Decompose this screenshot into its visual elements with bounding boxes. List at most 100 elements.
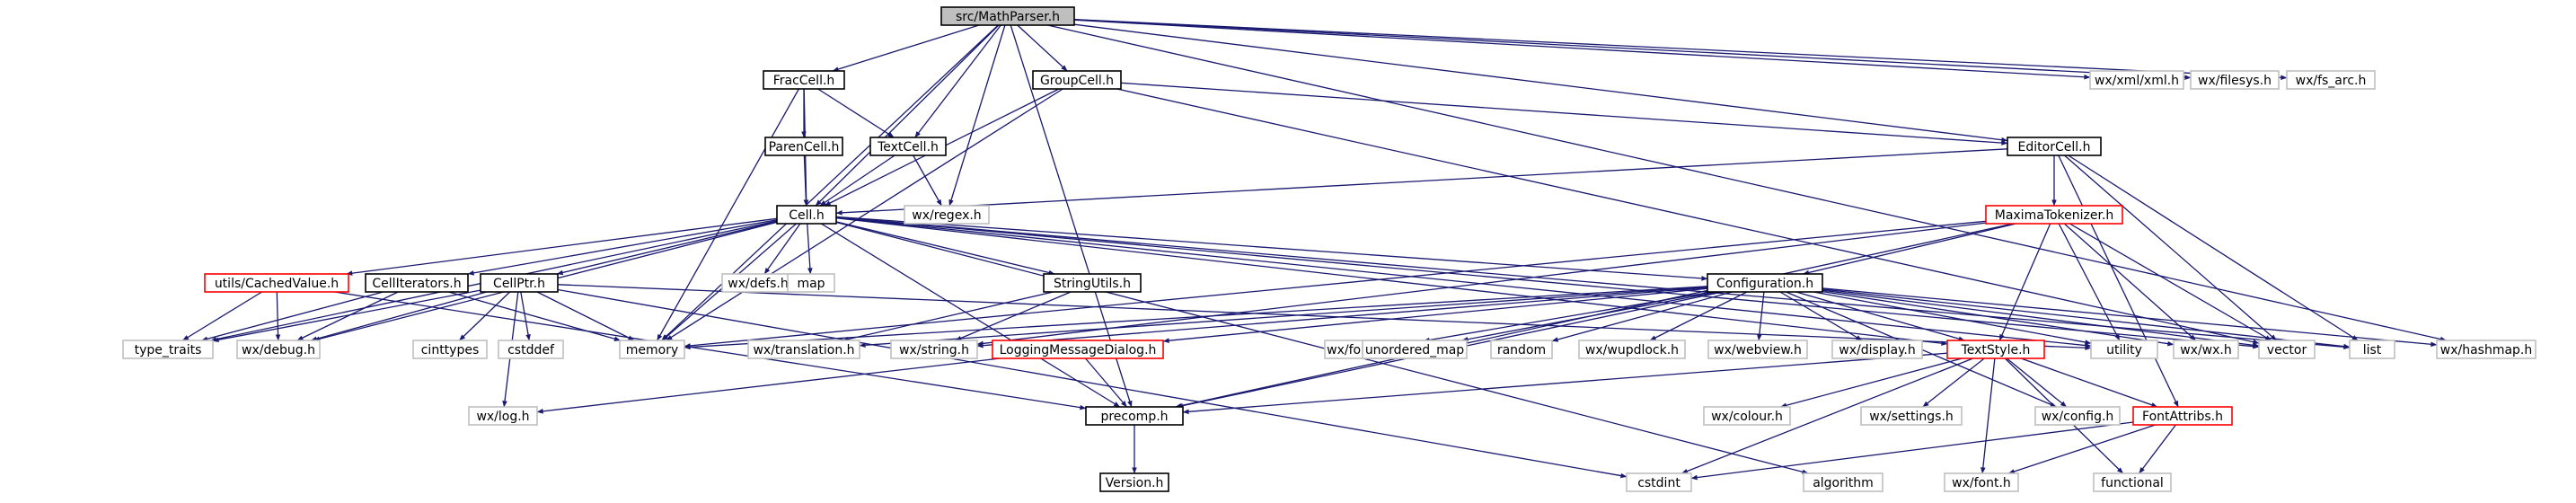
edge-cell-to-textstyle <box>835 217 1948 346</box>
node-label-maximatokenizer: MaximaTokenizer.h <box>1995 208 2114 223</box>
node-wx_hashmap: wx/hashmap.h <box>2436 340 2536 359</box>
node-box-loggingdialog <box>992 340 1164 359</box>
node-box-list <box>2349 340 2395 359</box>
node-box-editorcell <box>2007 137 2102 156</box>
edge-mathparser-to-wx_filesys <box>1073 19 2192 80</box>
edge-configuration-to-wx_hashmap <box>1822 287 2438 348</box>
edge-fraccell-to-memory <box>657 88 799 341</box>
node-editorcell[interactable]: EditorCell.h <box>2007 137 2102 156</box>
node-fraccell[interactable]: FracCell.h <box>763 70 845 90</box>
node-box-precomp <box>1085 406 1184 426</box>
edge-mathparser-to-wx_hashmap <box>1047 24 2447 342</box>
edge-mathparser-to-textcell <box>914 24 1001 138</box>
node-wx_translation: wx/translation.h <box>747 340 860 359</box>
node-loggingdialog[interactable]: LoggingMessageDialog.h <box>992 340 1164 359</box>
edge-mathparser-to-memory <box>661 24 999 341</box>
node-label-precomp: precomp.h <box>1100 410 1168 424</box>
node-box-wx_regex <box>904 205 990 225</box>
node-box-functional <box>2093 472 2172 492</box>
node-label-celliterators: CellIterators.h <box>372 277 461 291</box>
node-wx_wupdlock: wx/wupdlock.h <box>1578 340 1686 359</box>
node-type_traits: type_traits <box>122 340 214 359</box>
edge-editorcell-to-vector <box>2064 154 2277 341</box>
edge-configuration-to-wx_wx <box>1822 290 2175 347</box>
node-textcell[interactable]: TextCell.h <box>869 137 947 156</box>
node-box-celliterators <box>365 273 469 293</box>
node-label-mathparser: src/MathParser.h <box>956 10 1060 24</box>
edge-cellptr-to-cstddef <box>520 291 531 341</box>
edge-cell-to-stringutils <box>835 221 1055 276</box>
node-configuration[interactable]: Configuration.h <box>1707 273 1823 293</box>
node-wx_wx: wx/wx.h <box>2173 340 2239 359</box>
node-box-cellptr <box>480 273 559 293</box>
node-wx_filesys: wx/filesys.h <box>2190 70 2280 90</box>
edge-maximatokenizer-to-vector <box>2069 223 2272 341</box>
node-random: random <box>1490 340 1553 359</box>
node-box-cstddef <box>498 340 564 359</box>
node-box-textstyle <box>1946 340 2045 359</box>
node-cachedvalue[interactable]: utils/CachedValue.h <box>204 273 349 293</box>
edge-textstyle-to-precomp <box>1182 352 1948 415</box>
node-fontattribs[interactable]: FontAttribs.h <box>2132 406 2233 426</box>
node-box-wx_font <box>1944 472 2019 492</box>
node-mathparser[interactable]: src/MathParser.h <box>940 6 1075 26</box>
edge-configuration-to-wx_webview <box>1757 291 1765 341</box>
node-box-mathparser <box>940 6 1075 26</box>
edge-configuration-to-random <box>1551 291 1733 342</box>
edge-cell-to-cachedvalue <box>346 217 778 276</box>
node-label-wx_display: wx/display.h <box>1839 343 1916 357</box>
edge-mathparser-to-fraccell <box>832 24 980 72</box>
node-box-configuration <box>1707 273 1823 293</box>
edge-configuration-to-wx_fontenum <box>1423 291 1713 343</box>
node-box-parencell <box>764 137 843 156</box>
node-stringutils[interactable]: StringUtils.h <box>1043 273 1142 293</box>
edge-configuration-to-wx_wupdlock <box>1649 291 1748 341</box>
node-label-wx_wx: wx/wx.h <box>2180 343 2232 357</box>
node-label-wx_filesys: wx/filesys.h <box>2198 74 2272 88</box>
edge-mathparser-to-wx_regex <box>948 24 1006 207</box>
node-textstyle[interactable]: TextStyle.h <box>1946 340 2045 359</box>
node-label-wx_font: wx/font.h <box>1952 476 2011 490</box>
node-precomp[interactable]: precomp.h <box>1085 406 1184 426</box>
node-box-fontattribs <box>2132 406 2233 426</box>
node-groupcell[interactable]: GroupCell.h <box>1032 70 1122 90</box>
node-label-fraccell: FracCell.h <box>773 74 835 88</box>
node-box-wx_wx <box>2173 340 2239 359</box>
node-box-unordered_map <box>1362 340 1468 359</box>
node-label-wx_fs_arc: wx/fs_arc.h <box>2296 74 2367 88</box>
edge-cell-to-algorithm <box>835 221 1809 475</box>
node-cinttypes: cinttypes <box>412 340 488 359</box>
edge-celliterators-to-wx_debug <box>296 291 399 341</box>
node-cellptr[interactable]: CellPtr.h <box>480 273 559 293</box>
node-cell[interactable]: Cell.h <box>776 205 837 225</box>
node-label-loggingdialog: LoggingMessageDialog.h <box>1000 343 1157 357</box>
node-wx_colour: wx/colour.h <box>1703 406 1791 426</box>
node-label-functional: functional <box>2101 476 2164 490</box>
edge-editorcell-to-fontattribs <box>2058 154 2179 408</box>
edge-configuration-to-textstyle <box>1795 291 1965 341</box>
edge-fraccell-to-textcell <box>817 88 895 138</box>
node-box-random <box>1490 340 1553 359</box>
node-label-wx_config: wx/config.h <box>2042 410 2114 424</box>
node-celliterators[interactable]: CellIterators.h <box>365 273 469 293</box>
edge-cell-to-precomp <box>820 223 1121 408</box>
edge-cell-to-vector <box>835 216 2260 349</box>
node-maximatokenizer[interactable]: MaximaTokenizer.h <box>1985 205 2123 225</box>
node-label-algorithm: algorithm <box>1813 476 1874 490</box>
node-box-stringutils <box>1043 273 1142 293</box>
node-wx_fs_arc: wx/fs_arc.h <box>2286 70 2376 90</box>
node-map: map <box>787 273 835 293</box>
edge-cell-to-wx_defs <box>763 223 801 275</box>
node-utility: utility <box>2090 340 2158 359</box>
node-parencell[interactable]: ParenCell.h <box>764 137 843 156</box>
node-version[interactable]: Version.h <box>1099 472 1169 492</box>
node-list: list <box>2349 340 2395 359</box>
node-label-wx_string: wx/string.h <box>899 343 969 357</box>
node-cstdint: cstdint <box>1626 472 1692 492</box>
node-box-utility <box>2090 340 2158 359</box>
edge-cell-to-celliterators <box>467 219 778 276</box>
node-wx_defs: wx/defs.h <box>721 273 795 293</box>
edge-cellptr-to-memory <box>536 291 635 341</box>
edge-loggingdialog-to-wx_log <box>536 357 1001 414</box>
edge-cell-to-map <box>807 223 813 275</box>
